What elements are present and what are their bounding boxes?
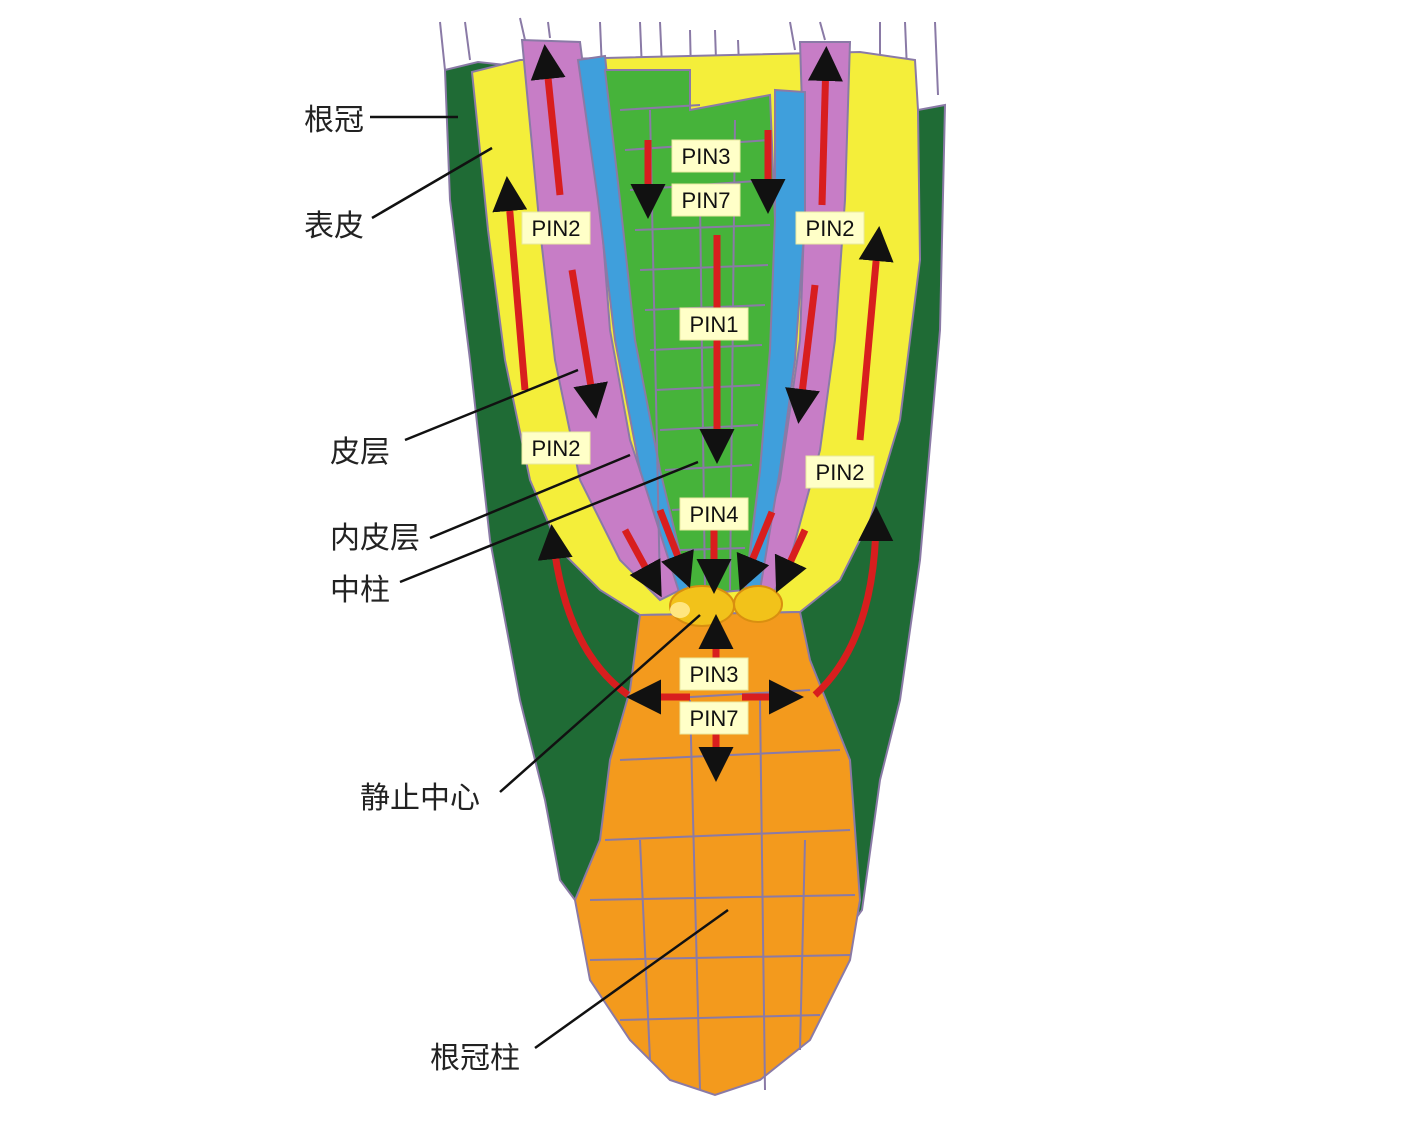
arrow-converge-1 (621, 528, 662, 598)
label-epidermis: 表皮 (304, 209, 364, 244)
arrow-converge-4 (736, 510, 776, 591)
arrow-epidermis-up-left (530, 44, 566, 196)
leader-endodermis (429, 453, 631, 540)
pin3-top-label: PIN3 (682, 144, 731, 169)
tissue-labels: 根冠 表皮 皮层 内皮层 中柱 静止中心 根冠柱 (304, 103, 520, 1076)
label-cortex: 皮层 (330, 435, 390, 470)
pin7-bottom-label: PIN7 (690, 706, 739, 731)
arrow-cortex-down-right (785, 284, 820, 424)
arrow-epidermis-up-right (807, 46, 843, 206)
pin2-lower-right-label: PIN2 (816, 460, 865, 485)
arrow-converge-2 (656, 508, 694, 589)
pin4-label: PIN4 (690, 502, 739, 527)
pin2-upper-right-label: PIN2 (806, 216, 855, 241)
leader-lines (370, 115, 729, 1050)
arrow-epidermis-up-right-2 (856, 226, 894, 441)
label-endodermis: 内皮层 (330, 521, 420, 556)
arrow-lateral-right (812, 506, 894, 698)
leader-stele (399, 460, 699, 584)
arrow-cortex-down-left (568, 269, 608, 419)
pin2-upper-left-label: PIN2 (532, 216, 581, 241)
pin3-bottom-label: PIN3 (690, 662, 739, 687)
leader-epidermis (371, 146, 493, 220)
leader-columella (534, 908, 729, 1050)
leader-qc (499, 614, 701, 793)
label-columella: 根冠柱 (430, 1041, 520, 1076)
pin-labels: PIN3 PIN7 PIN2 PIN2 PIN1 PIN2 PIN2 PIN4 … (521, 139, 875, 735)
label-stele: 中柱 (330, 573, 390, 608)
label-root-cap: 根冠 (304, 103, 364, 138)
quiescent-center (669, 585, 783, 627)
pin2-lower-left-label: PIN2 (532, 436, 581, 461)
label-quiescent-center: 静止中心 (360, 781, 480, 816)
leader-cortex (404, 368, 579, 442)
arrow-epidermis-up-left-2 (492, 176, 529, 391)
arrow-converge-5 (774, 528, 809, 593)
pin1-label: PIN1 (690, 312, 739, 337)
pin7-top-label: PIN7 (682, 188, 731, 213)
arrow-lateral-left (537, 524, 631, 698)
